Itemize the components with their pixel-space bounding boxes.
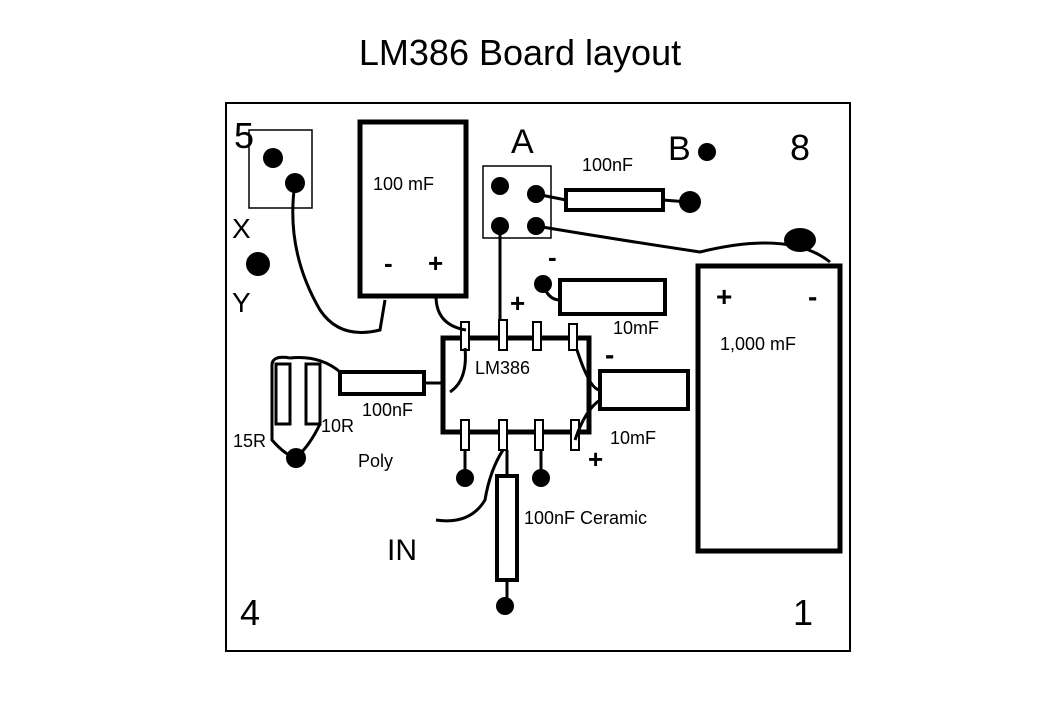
point-b-label: B xyxy=(668,130,691,168)
point-x-label: X xyxy=(232,213,251,244)
cap-10mf-upper-minus: - xyxy=(548,242,557,272)
pad-a-outline xyxy=(482,165,552,239)
chip-pin-8 xyxy=(460,321,470,351)
cap-100mf-label: 100 mF xyxy=(373,174,434,194)
pad-100nf-ceramic xyxy=(496,597,514,615)
chip-pin-2 xyxy=(498,419,508,451)
pad-resistors xyxy=(286,448,306,468)
cap-10mf-right-plus: + xyxy=(588,444,603,474)
cap-100mf-minus: - xyxy=(384,248,393,278)
chip-body xyxy=(440,335,592,435)
cap-1000mf-plus: + xyxy=(716,281,732,312)
cap-10mf-upper-plus: + xyxy=(510,288,525,318)
res-10r-body xyxy=(304,362,322,426)
cap-10mf-upper-body xyxy=(558,278,667,316)
cap-100nf-poly-label: 100nF xyxy=(362,400,413,420)
cap-1000mf-label: 1,000 mF xyxy=(720,334,796,354)
cap-1000mf-body xyxy=(695,263,843,554)
chip-pin-3 xyxy=(534,419,544,451)
board-outline xyxy=(225,102,851,652)
pad-pin1 xyxy=(456,469,474,487)
pad-100nf-top xyxy=(679,191,701,213)
chip-pin-5 xyxy=(568,323,578,351)
cap-10mf-right-body xyxy=(598,369,690,411)
chip-pin-4 xyxy=(570,419,580,451)
pad-x xyxy=(246,252,270,276)
corner-8-label: 8 xyxy=(790,127,810,168)
chip-pin-1 xyxy=(460,419,470,451)
corner-1-label: 1 xyxy=(793,592,813,633)
cap-100mf-body xyxy=(357,119,469,299)
cap-100nf-ceramic-body xyxy=(495,474,519,582)
pad-5-outline xyxy=(248,129,313,209)
point-a-label: A xyxy=(511,123,534,161)
res-10r-label: 10R xyxy=(321,416,354,436)
cap-10mf-upper-label: 10mF xyxy=(613,318,659,338)
cap-1000mf-minus: - xyxy=(808,281,817,312)
cap-100nf-poly-body xyxy=(338,370,426,396)
pad-b xyxy=(698,143,716,161)
cap-100mf-plus: + xyxy=(428,248,443,278)
corner-4-label: 4 xyxy=(240,592,260,633)
cap-10mf-right-label: 10mF xyxy=(610,428,656,448)
page-title: LM386 Board layout xyxy=(358,32,682,73)
pad-pin3 xyxy=(532,469,550,487)
pad-5a xyxy=(263,148,283,168)
res-15r-body xyxy=(274,362,292,426)
chip-label: LM386 xyxy=(475,358,530,378)
point-in-label: IN xyxy=(387,534,417,567)
res-15r-label: 15R xyxy=(233,431,266,451)
corner-5-label: 5 xyxy=(234,115,254,156)
pad-a1 xyxy=(491,177,509,195)
cap-100nf-poly-sub: Poly xyxy=(358,451,393,471)
cap-10mf-right-minus: - xyxy=(605,339,614,370)
chip-pin-7 xyxy=(498,319,508,351)
point-y-label: Y xyxy=(232,287,251,318)
cap-100nf-ceramic-label: 100nF Ceramic xyxy=(524,508,647,528)
chip-pin-6 xyxy=(532,321,542,351)
cap-100nf-top-body xyxy=(564,188,665,212)
cap-100nf-top-label: 100nF xyxy=(582,155,633,175)
